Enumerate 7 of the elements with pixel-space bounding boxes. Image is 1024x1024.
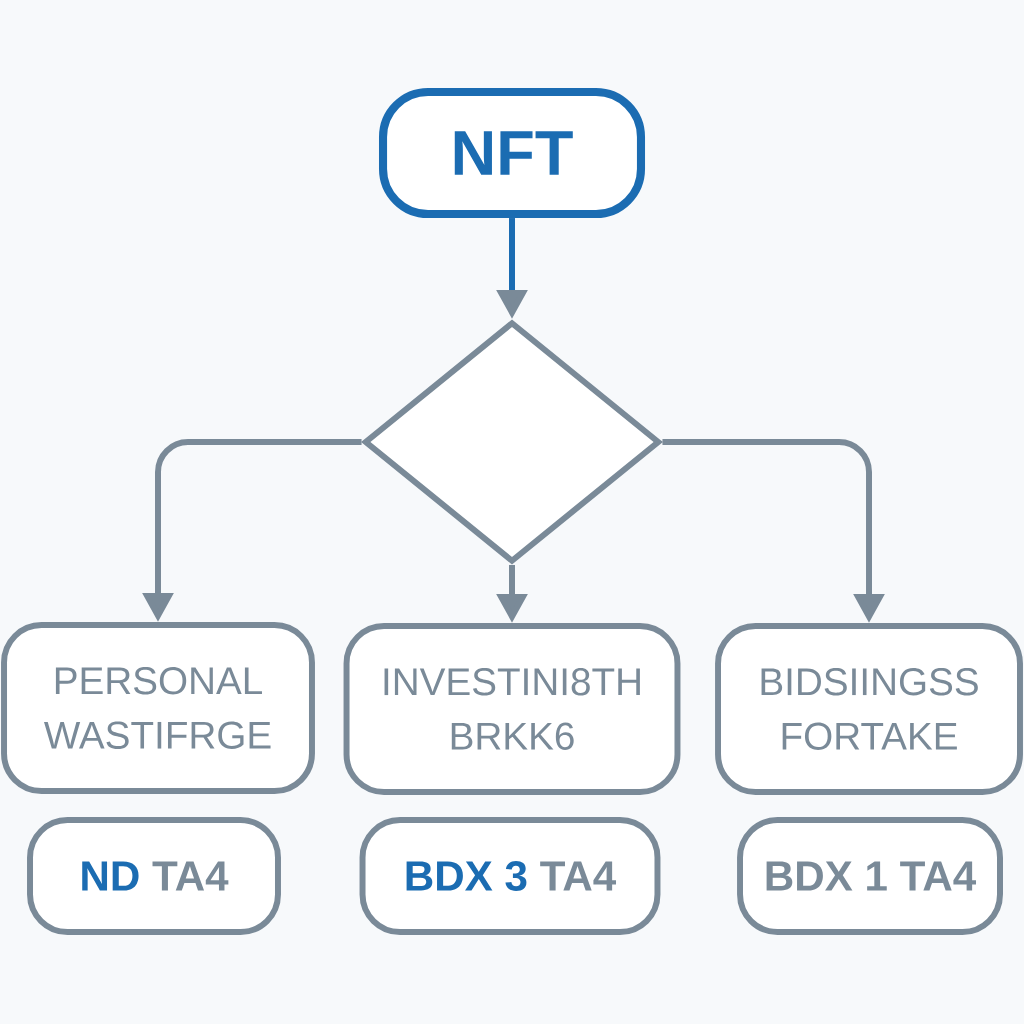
process-box: PERSONAL WASTIFRGE <box>1 622 315 794</box>
start-box: NFT <box>379 87 646 219</box>
process-box: BIDSIINGSS FORTAKE <box>715 623 1023 795</box>
code-box: BDX 1 TA4 <box>737 817 1003 935</box>
code-box: ND TA4 <box>27 817 281 935</box>
process-box: INVESTINI8TH BRKK6 <box>343 623 681 795</box>
code-box: BDX 3 TA4 <box>359 817 661 935</box>
